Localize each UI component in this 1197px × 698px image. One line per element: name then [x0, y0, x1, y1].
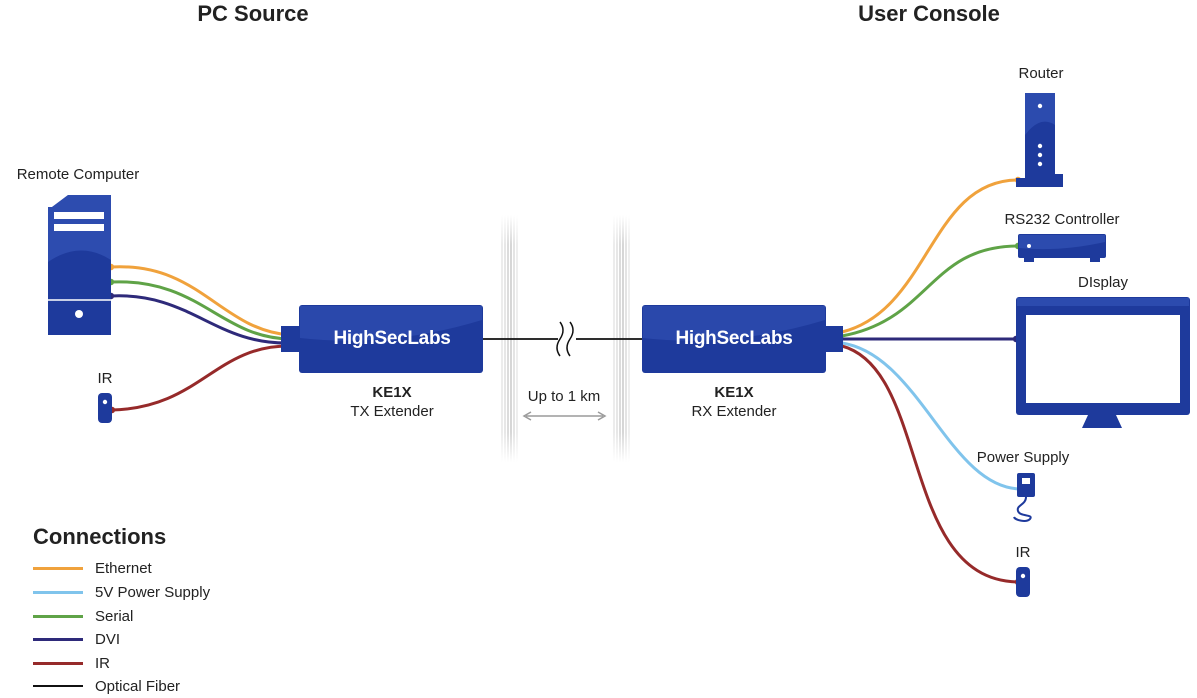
- legend-item-dvi: DVI: [33, 630, 120, 648]
- rs232-controller-icon: [1018, 234, 1106, 262]
- remote-computer-label: Remote Computer: [16, 166, 140, 183]
- legend-label-serial: Serial: [95, 607, 134, 625]
- distance-label: Up to 1 km: [527, 388, 601, 405]
- serial-cable-pc: [110, 280, 291, 341]
- legend-swatch-dvi: [33, 637, 83, 641]
- rx-brand-label: HighSecLabs: [675, 328, 793, 349]
- ir-pc-label: IR: [97, 370, 113, 387]
- ir-cable-pc: [111, 344, 291, 412]
- ethernet-cable-console: [841, 178, 1019, 334]
- legend-item-ir: IR: [33, 654, 110, 672]
- remote-computer-icon: [48, 195, 111, 335]
- optical-fiber-link: [483, 321, 643, 357]
- legend-label-ethernet: Ethernet: [95, 559, 152, 577]
- tx-extender-device: [281, 305, 483, 373]
- legend-label-dvi: DVI: [95, 630, 121, 648]
- rx-extender-device: [642, 305, 843, 373]
- legend-item-serial: Serial: [33, 607, 133, 625]
- user-console-heading: User Console: [858, 1, 1000, 26]
- rs232-controller-label: RS232 Controller: [1004, 211, 1120, 228]
- legend-swatch-ethernet: [33, 566, 83, 570]
- tx-model-label: KE1X: [372, 384, 412, 401]
- distance-arrow: [522, 411, 607, 421]
- ir-console-label: IR: [1015, 544, 1031, 561]
- serial-cable-console: [841, 244, 1019, 338]
- pc-side-cables: [107, 263, 291, 414]
- console-side-cables: [841, 176, 1026, 586]
- router-icon: [1016, 93, 1063, 187]
- power-supply-icon: [1013, 473, 1035, 522]
- tx-brand-label: HighSecLabs: [333, 328, 451, 349]
- display-label: DIsplay: [1077, 274, 1129, 291]
- ir-cable-console: [841, 344, 1019, 584]
- dvi-cable-pc: [110, 294, 291, 345]
- ir-sensor-console-icon: [1016, 567, 1030, 597]
- legend-item-ethernet: Ethernet: [33, 559, 152, 577]
- power-supply-label: Power Supply: [976, 449, 1070, 466]
- legend-label-optical-fiber: Optical Fiber: [95, 677, 181, 695]
- ir-sensor-pc-icon: [98, 393, 112, 423]
- tx-role-label: TX Extender: [350, 403, 434, 420]
- rx-role-label: RX Extender: [691, 403, 777, 420]
- display-monitor-icon: [1016, 297, 1190, 428]
- router-label: Router: [1018, 65, 1064, 82]
- legend-item-optical-fiber: Optical Fiber: [33, 677, 180, 695]
- legend-label-power: 5V Power Supply: [95, 583, 211, 601]
- legend-swatch-power: [33, 590, 83, 594]
- rx-model-label: KE1X: [714, 384, 754, 401]
- legend-swatch-optical-fiber: [33, 685, 83, 687]
- pc-source-heading: PC Source: [197, 1, 309, 26]
- legend-swatch-ir: [33, 661, 83, 665]
- legend-item-power: 5V Power Supply: [33, 583, 210, 601]
- power-cable-console: [841, 341, 1023, 491]
- ethernet-cable-pc: [110, 265, 291, 337]
- legend-title: Connections: [33, 524, 167, 549]
- legend-swatch-serial: [33, 614, 83, 618]
- legend-label-ir: IR: [95, 654, 110, 672]
